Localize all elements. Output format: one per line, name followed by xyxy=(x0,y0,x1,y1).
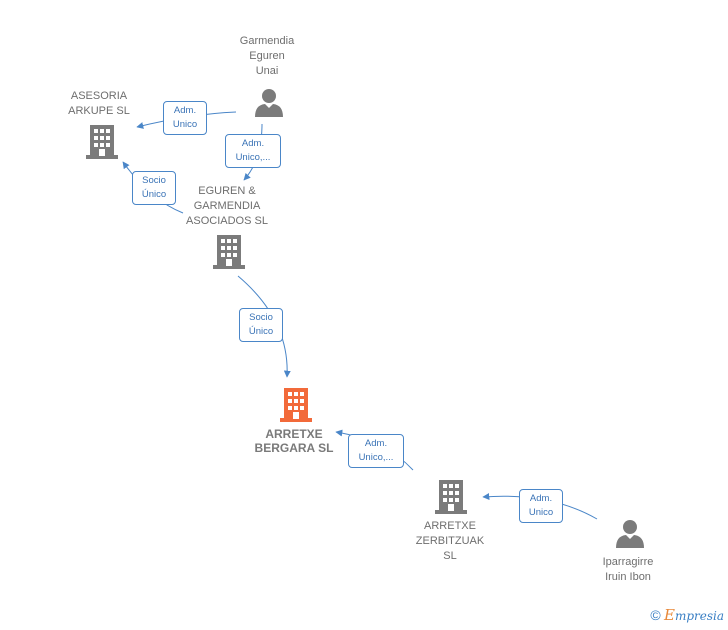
edge-label-adm-unico-etc[interactable]: Adm. Unico,... xyxy=(225,134,281,168)
brand-name: mpresia xyxy=(674,609,724,623)
copyright-icon: © xyxy=(650,607,661,623)
edge-label-socio-unico[interactable]: Socio Único xyxy=(132,171,176,205)
node-label-arretxe-bergara[interactable]: ARRETXE BERGARA SL xyxy=(254,427,334,455)
edge-label-adm-unico[interactable]: Adm. Unico xyxy=(519,489,563,523)
building-icon[interactable] xyxy=(86,125,118,159)
node-label-eguren[interactable]: EGUREN & GARMENDIA ASOCIADOS SL xyxy=(186,185,268,227)
building-icon-focus[interactable] xyxy=(280,388,312,422)
person-icon[interactable] xyxy=(255,89,283,117)
edge-label-socio-unico[interactable]: Socio Único xyxy=(239,308,283,342)
person-icon[interactable] xyxy=(616,520,644,548)
brand-initial: E xyxy=(663,606,675,624)
building-icon[interactable] xyxy=(435,480,467,514)
node-label-arretxe-zerbitzuak[interactable]: ARRETXE ZERBITZUAK SL xyxy=(415,520,485,562)
node-label-garmendia[interactable]: Garmendia Eguren Unai xyxy=(239,35,295,77)
edge-label-adm-unico-etc[interactable]: Adm. Unico,... xyxy=(348,434,404,468)
empresia-watermark: © Empresia xyxy=(650,606,724,624)
node-label-asesoria[interactable]: ASESORIA ARKUPE SL xyxy=(68,90,130,117)
edge-label-adm-unico[interactable]: Adm. Unico xyxy=(163,101,207,135)
node-label-iparragirre[interactable]: Iparragirre Iruin Ibon xyxy=(602,556,654,583)
building-icon[interactable] xyxy=(213,235,245,269)
